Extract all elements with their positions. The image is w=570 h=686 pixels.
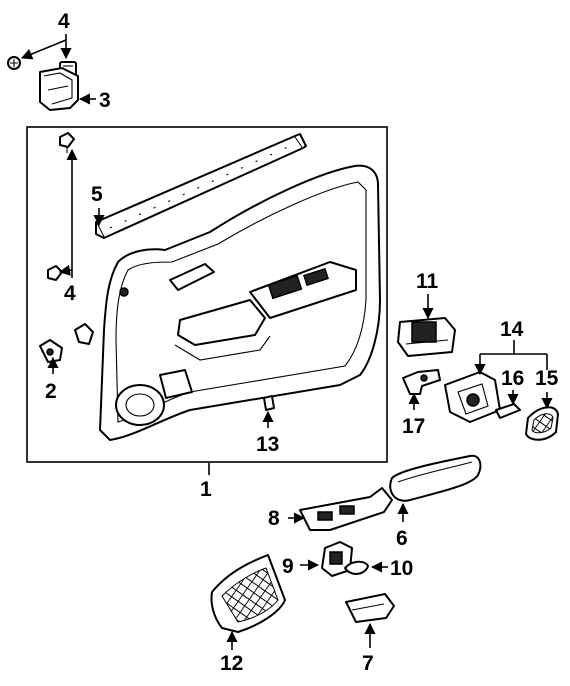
leader-lines bbox=[20, 34, 553, 650]
callout-12: 12 bbox=[220, 652, 243, 675]
lower-clip-part bbox=[47, 265, 63, 281]
door-trim-panel bbox=[99, 164, 381, 441]
callout-14: 14 bbox=[500, 318, 524, 341]
callout-9: 9 bbox=[282, 555, 294, 578]
pocket-7-part bbox=[345, 593, 395, 623]
callout-4-top: 4 bbox=[58, 10, 70, 33]
door-panel-frame bbox=[26, 126, 388, 463]
handle-lever-16-part bbox=[495, 403, 521, 419]
callout-3: 3 bbox=[99, 89, 111, 112]
bracket-part bbox=[39, 67, 79, 111]
callout-8: 8 bbox=[268, 507, 280, 530]
callout-4-lower: 4 bbox=[64, 282, 76, 305]
fastener-2-parts bbox=[39, 323, 94, 363]
callout-13: 13 bbox=[256, 433, 279, 456]
small-clip-part bbox=[263, 395, 275, 411]
callout-6: 6 bbox=[396, 527, 408, 550]
power-window-switch-part bbox=[397, 317, 456, 357]
callout-10: 10 bbox=[390, 557, 413, 580]
callout-7: 7 bbox=[362, 652, 374, 675]
belt-molding-part bbox=[95, 133, 307, 239]
inside-handle-part bbox=[444, 371, 501, 423]
armrest-pad-part bbox=[389, 454, 482, 502]
callout-15: 15 bbox=[535, 367, 559, 390]
cover-10-part bbox=[344, 560, 369, 575]
bracket-17-part bbox=[402, 369, 441, 395]
callout-11: 11 bbox=[416, 270, 439, 293]
handle-bezel-15-part bbox=[525, 406, 559, 441]
switch-panel-8-part bbox=[299, 487, 393, 531]
speaker-grille-part bbox=[210, 554, 286, 633]
callout-1: 1 bbox=[200, 478, 212, 501]
callout-16: 16 bbox=[501, 367, 524, 390]
callout-17: 17 bbox=[402, 415, 425, 438]
callout-5: 5 bbox=[91, 183, 103, 206]
callout-labels: 4 3 5 4 2 13 1 11 14 16 15 17 6 8 9 10 1… bbox=[45, 10, 559, 675]
callout-2: 2 bbox=[45, 380, 57, 403]
